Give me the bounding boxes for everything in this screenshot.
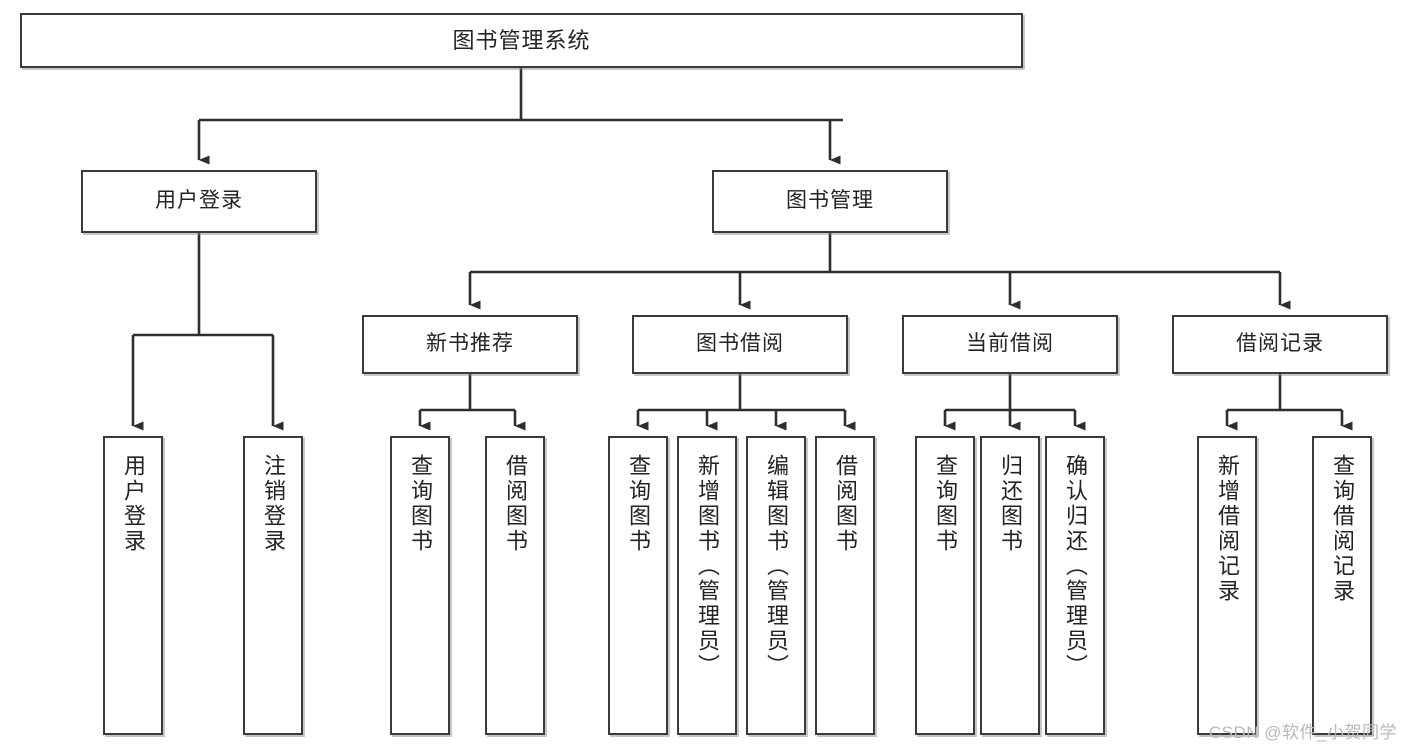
node-book-borrow-label: 图书借阅	[696, 332, 784, 356]
leaf-recommend-borrow-book-label: 借阅图书	[503, 454, 528, 554]
leaf-borrow-query-book-label: 查询图书	[626, 454, 651, 554]
node-current-borrow[interactable]: 当前借阅	[902, 315, 1118, 374]
leaf-borrow-query-book[interactable]: 查询图书	[608, 436, 668, 735]
node-user-login[interactable]: 用户登录	[81, 170, 317, 233]
leaf-record-query-record-label: 查询借阅记录	[1330, 454, 1355, 604]
leaf-user-login-logout[interactable]: 注销登录	[243, 436, 303, 735]
node-root[interactable]: 图书管理系统	[20, 13, 1023, 68]
leaf-recommend-query-book[interactable]: 查询图书	[390, 436, 450, 735]
leaf-user-login-logout-label: 注销登录	[261, 454, 286, 554]
leaf-current-query-book-label: 查询图书	[933, 454, 958, 554]
leaf-borrow-edit-book-label: 编辑图书（管理员）	[764, 454, 789, 679]
leaf-borrow-edit-book[interactable]: 编辑图书（管理员）	[746, 436, 806, 735]
leaf-current-return-book-label: 归还图书	[998, 454, 1023, 554]
node-new-book-recommend-label: 新书推荐	[426, 332, 514, 356]
leaf-recommend-borrow-book[interactable]: 借阅图书	[485, 436, 545, 735]
leaf-borrow-add-book[interactable]: 新增图书（管理员）	[677, 436, 737, 735]
leaf-current-confirm-return-label: 确认归还（管理员）	[1063, 454, 1088, 679]
leaf-current-return-book[interactable]: 归还图书	[980, 436, 1040, 735]
node-root-label: 图书管理系统	[452, 27, 591, 53]
leaf-current-confirm-return[interactable]: 确认归还（管理员）	[1045, 436, 1105, 735]
leaf-record-add-record-label: 新增借阅记录	[1215, 454, 1240, 604]
leaf-borrow-borrow-book[interactable]: 借阅图书	[815, 436, 875, 735]
node-current-borrow-label: 当前借阅	[966, 332, 1054, 356]
leaf-current-query-book[interactable]: 查询图书	[915, 436, 975, 735]
leaf-borrow-add-book-label: 新增图书（管理员）	[695, 454, 720, 679]
leaf-borrow-borrow-book-label: 借阅图书	[833, 454, 858, 554]
node-book-borrow[interactable]: 图书借阅	[632, 315, 848, 374]
watermark: CSDN @软件_小贺同学	[1208, 723, 1397, 742]
node-book-management-label: 图书管理	[786, 189, 874, 213]
leaf-record-add-record[interactable]: 新增借阅记录	[1197, 436, 1257, 735]
node-new-book-recommend[interactable]: 新书推荐	[362, 315, 578, 374]
leaf-user-login-login[interactable]: 用户登录	[103, 436, 163, 735]
node-borrow-record-label: 借阅记录	[1236, 332, 1324, 356]
node-user-login-label: 用户登录	[155, 189, 243, 213]
node-borrow-record[interactable]: 借阅记录	[1172, 315, 1388, 374]
leaf-recommend-query-book-label: 查询图书	[408, 454, 433, 554]
leaf-record-query-record[interactable]: 查询借阅记录	[1312, 436, 1372, 735]
leaf-user-login-login-label: 用户登录	[121, 454, 146, 554]
node-book-management[interactable]: 图书管理	[712, 170, 948, 233]
